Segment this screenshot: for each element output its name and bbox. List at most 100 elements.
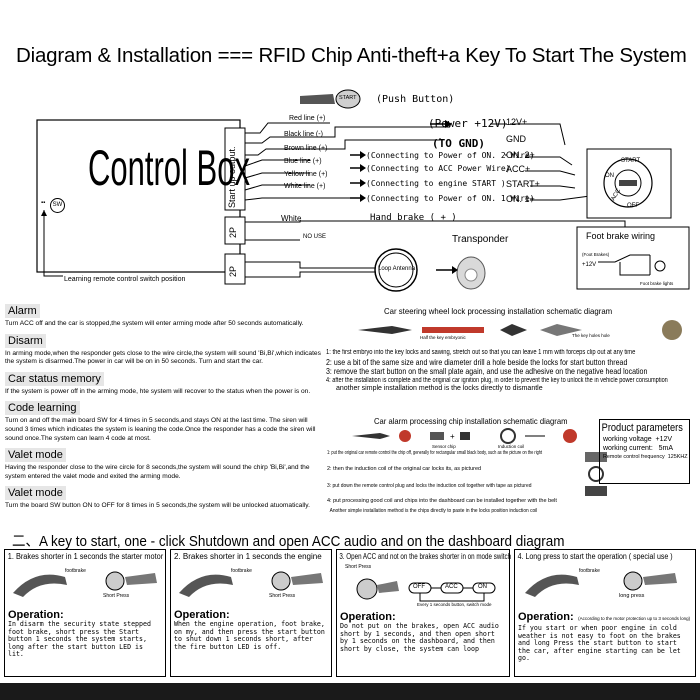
alarm-chip-caption-1: Sensor chip — [432, 444, 456, 449]
terminal-lead — [530, 195, 591, 201]
power-connection: (Power +12V) — [428, 117, 508, 130]
alarm-chip-step: Another simple installation method is th… — [329, 508, 538, 514]
cycle-on: ON — [478, 584, 487, 590]
port-bottom-frame — [224, 253, 246, 285]
steering-step: 3: remove the start button on the small … — [326, 367, 648, 376]
white-wire — [244, 184, 310, 191]
push-button-label: (Push Button) — [376, 94, 455, 105]
cycle-acc: ACC — [445, 584, 458, 590]
control-box-label: Control Box — [88, 140, 250, 196]
brown-line-label: Brown line (+) — [284, 145, 328, 152]
steering-caption-2: The key holes hole — [572, 333, 610, 338]
white-wire-label: White — [281, 214, 302, 223]
antenna-wire-a — [258, 261, 375, 269]
operation-text: If you start or when poor engine in cold… — [518, 624, 681, 663]
terminal-lead — [510, 123, 566, 146]
brown-wire — [245, 138, 441, 156]
params-row: working current: 5mA — [603, 445, 674, 452]
blue-line-label: Blue line (+) — [284, 158, 322, 165]
panel-title: 1. Brakes shorter in 1 seconds the start… — [7, 552, 164, 561]
section-valet2-text: Turn the board SW button ON to OFF for 8… — [5, 502, 310, 510]
operation-text: In disarm the security state stepped foo… — [8, 620, 151, 659]
on1-wire — [244, 197, 350, 201]
section-alarm-text: Turn ACC off and the car is stopped,the … — [5, 320, 304, 327]
antenna-wire-b — [258, 271, 375, 278]
alarm-chip-step: 3: put down the remote control plug and … — [327, 483, 532, 489]
section-alarm-title: Alarm — [5, 304, 40, 318]
terminal-acc: ACC+ — [506, 164, 531, 174]
foot-brakes-label: (Foot Brakes) — [582, 252, 610, 257]
terminal-lead — [525, 156, 573, 166]
steering-caption-1: Half the key embryonic — [420, 335, 466, 340]
white-line-label: White line (+) — [284, 183, 326, 190]
key-slot — [619, 180, 637, 186]
on1-connection: (Connecting to Power of ON. 1 Wire) — [366, 194, 535, 203]
alarm-chip-step: 4: put processing good coil and chips in… — [327, 498, 557, 504]
steering-steps: 1: the first embryo into the key locks a… — [326, 349, 698, 394]
panel-illustration — [356, 578, 496, 602]
sw-dots: ▪▪ — [41, 200, 46, 206]
black-line-label: Black line (-) — [284, 131, 323, 138]
ignition-start-label: START — [621, 158, 641, 164]
product-parameters: Product parameters working voltage +12V … — [599, 419, 690, 484]
loop-antenna-coil — [374, 248, 418, 292]
operation-panel-3: 3. Open ACC and not on the brakes shorte… — [336, 549, 512, 677]
cycle-off: OFF — [413, 584, 425, 590]
operation-note: (According to the motor protection up to… — [578, 616, 691, 621]
bottom-bar — [0, 683, 700, 700]
alarm-chip-illustration: + — [352, 428, 577, 444]
operation-heading: Operation: — [8, 609, 64, 621]
foot-brake-title: Foot brake wiring — [586, 231, 656, 241]
steering-step: another simple installation method is th… — [336, 385, 543, 392]
start-button[interactable]: START — [339, 95, 357, 101]
ignition-off-label: OFF — [627, 203, 639, 209]
black-wire — [245, 126, 450, 144]
sections-column: Alarm Turn ACC off and the car is stoppe… — [5, 301, 323, 513]
port-top-label: 2P — [228, 226, 238, 238]
operation-heading: Operation: — [340, 611, 396, 623]
startup-output-label: Start up output. — [227, 146, 237, 208]
loop-antenna-label: Loop Antenna — [378, 266, 416, 272]
red-wire — [245, 122, 290, 134]
terminal-on1: ON. 1+ — [506, 194, 535, 204]
steering-illustration — [358, 320, 682, 340]
dashboard-banner: 二、A key to start, one - click Shutdown a… — [12, 534, 565, 550]
pointing-hand — [300, 94, 335, 104]
terminal-12v: 12V+ — [506, 117, 528, 127]
terminal-start: START+ — [506, 179, 540, 189]
terminal-lead — [525, 170, 576, 176]
on2-connection: (Connecting to Power of ON. 2 Wire) — [366, 151, 535, 160]
learning-switch-label: Learning remote control switch position — [64, 276, 186, 283]
panel-illustration — [13, 571, 157, 597]
section-learning-text: Turn on and off the main board SW for 4 … — [5, 417, 316, 442]
panel-title: 3. Open ACC and not on the brakes shorte… — [339, 552, 512, 561]
operation-text: When the engine operation, foot brake, o… — [174, 620, 325, 651]
foot-brake-box — [576, 226, 690, 290]
alarm-chip-steps: 1: put the original car remote control t… — [327, 450, 599, 514]
section-learning-title: Code learning — [5, 401, 80, 416]
steering-step: 2: use a bit of the same size and wire d… — [326, 357, 628, 367]
steering-step: 1: the first embryo into the key locks a… — [326, 349, 636, 356]
operation-panel-1: 1. Brakes shorter in 1 seconds the start… — [4, 549, 166, 677]
section-valet-text: Having the responder close to the wire c… — [5, 464, 310, 480]
operation-text: Do not put on the brakes, open ACC audio… — [340, 622, 499, 653]
alarm-chip-step: 1: put the original car remote control t… — [327, 450, 543, 456]
section-valet2-title: Valet mode — [5, 486, 66, 501]
operation-panel-4: 4. Long press to start the operation ( s… — [514, 549, 696, 677]
section-disarm-text: In arming mode,when the responder gets c… — [5, 349, 321, 366]
terminal-on2: ON. 2+ — [506, 150, 535, 160]
svg-text:+: + — [450, 432, 455, 441]
alarm-chip-caption-2: Induction coil — [498, 444, 525, 449]
blue-wire — [244, 159, 310, 167]
wiring-diagram — [36, 89, 690, 292]
section-memory-text: If the system is power off in the arming… — [5, 387, 311, 395]
params-title: Product parameters — [601, 422, 683, 434]
operation-heading: Operation: — [174, 609, 230, 621]
foot-brake-lights-label: Foot brake lights — [640, 281, 674, 286]
alarm-chip-step: 2: then the induction coil of the origin… — [327, 466, 482, 472]
panel-title: 2. Brakes shorter in 1 seconds the engin… — [174, 552, 322, 561]
panel-illustration — [179, 571, 323, 597]
red-line-label: Red line (+) — [289, 115, 326, 122]
params-row: Remote control frequency 125KHZ — [603, 454, 688, 460]
sw-switch[interactable]: SW — [50, 198, 65, 213]
